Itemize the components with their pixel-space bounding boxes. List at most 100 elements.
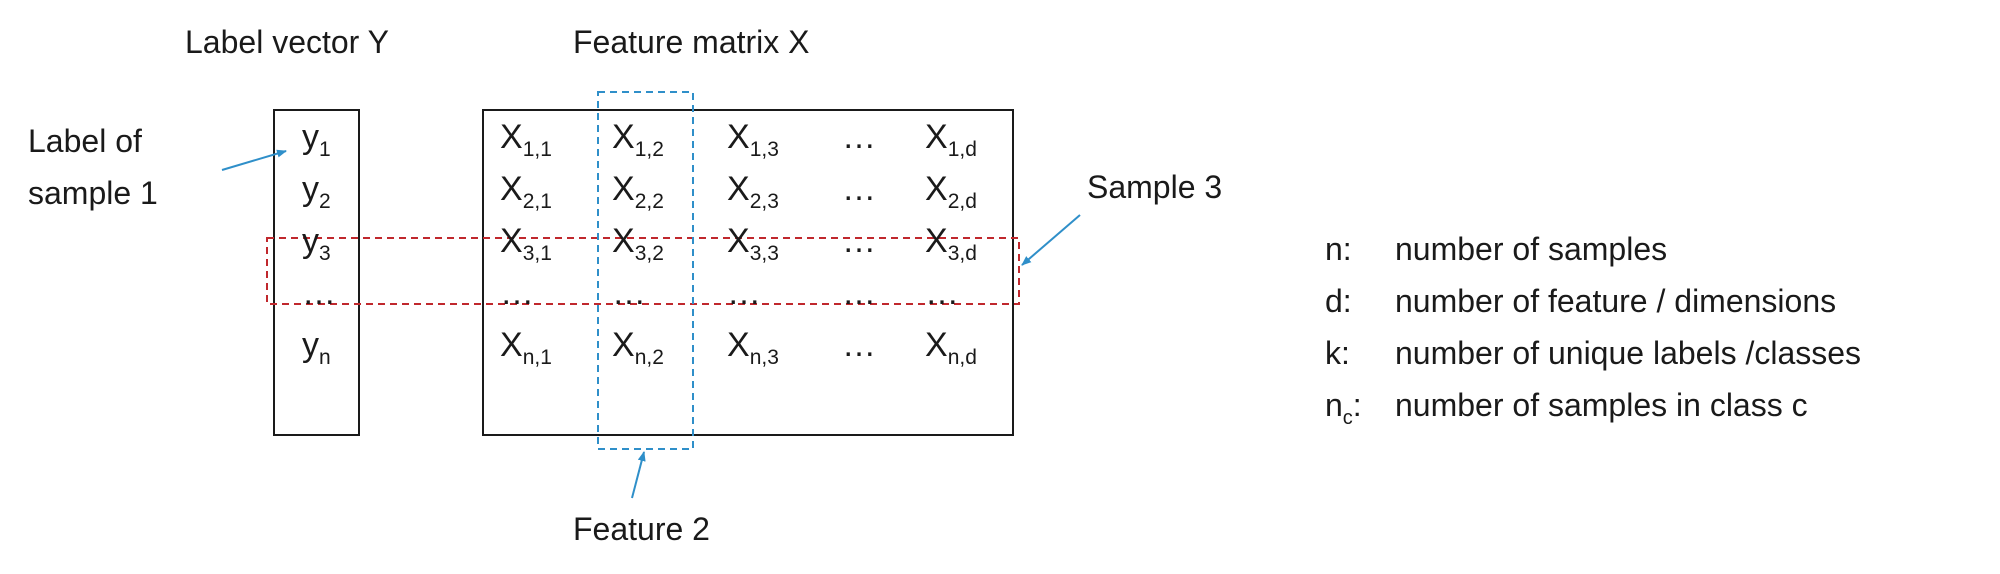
matrix-cell: … — [612, 274, 646, 312]
label-entry: … — [302, 274, 336, 312]
legend-term: d: — [1325, 283, 1352, 319]
matrix-cell-base: X — [612, 326, 635, 364]
matrix-cell-base: X — [727, 170, 750, 208]
feature-2-arrow — [631, 451, 646, 499]
matrix-cell: Xn,d — [925, 326, 977, 369]
notation-legend: n: number of samples d: number of feature /… — [1325, 231, 1861, 429]
legend-term: n: — [1325, 231, 1352, 267]
matrix-cell-subscript: 1,3 — [750, 138, 779, 161]
matrix-cell-subscript: 3,2 — [635, 242, 664, 265]
matrix-cell-subscript: n,2 — [635, 346, 664, 369]
legend-term: nc: — [1325, 387, 1362, 429]
matrix-cell: X2,d — [925, 170, 977, 213]
matrix-cell: … — [925, 274, 959, 312]
label-entry: yn — [302, 326, 331, 369]
label-of-sample-line-2: sample 1 — [28, 175, 158, 211]
matrix-cell-base: X — [500, 170, 523, 208]
matrix-cell-subscript: 2,2 — [635, 190, 664, 213]
matrix-cell-base: X — [612, 170, 635, 208]
matrix-cell: … — [500, 274, 534, 312]
matrix-cell-base: … — [500, 274, 534, 312]
matrix-cell-subscript: 1,2 — [635, 138, 664, 161]
matrix-cell-base: … — [842, 326, 876, 364]
matrix-cell: X1,2 — [612, 118, 664, 161]
label-entry-base: y — [302, 222, 319, 260]
matrix-cell: Xn,1 — [500, 326, 552, 369]
matrix-cell: X3,1 — [500, 222, 552, 265]
matrix-cell-base: … — [842, 274, 876, 312]
matrix-cell-subscript: n,3 — [750, 346, 779, 369]
matrix-cell-subscript: n,1 — [523, 346, 552, 369]
feature-2-label: Feature 2 — [573, 511, 710, 547]
legend-term: k: — [1325, 335, 1350, 371]
label-entry-base: y — [302, 118, 319, 156]
matrix-cell-base: X — [500, 326, 523, 364]
legend-term-symbol: n — [1325, 231, 1343, 267]
matrix-cell-base: … — [612, 274, 646, 312]
label-vector-box — [273, 109, 360, 436]
matrix-cell: … — [727, 274, 761, 312]
matrix-cell-subscript: 2,1 — [523, 190, 552, 213]
label-entry: y3 — [302, 222, 331, 265]
matrix-cell: X1,3 — [727, 118, 779, 161]
label-entry: y2 — [302, 170, 331, 213]
matrix-cell-base: … — [842, 170, 876, 208]
matrix-cell-base: X — [727, 222, 750, 260]
matrix-cell-subscript: 3,1 — [523, 242, 552, 265]
matrix-cell: X3,2 — [612, 222, 664, 265]
matrix-cell-subscript: 3,d — [948, 242, 977, 265]
feature-2-highlight — [597, 91, 694, 450]
legend-term-symbol: n — [1325, 387, 1343, 423]
matrix-cell-base: X — [727, 118, 750, 156]
feature-matrix-box — [482, 109, 1014, 436]
matrix-cell-base: X — [500, 222, 523, 260]
label-entry-subscript: 2 — [319, 190, 331, 213]
matrix-cell: X3,3 — [727, 222, 779, 265]
matrix-cell-base: X — [500, 118, 523, 156]
legend-description: number of unique labels /classes — [1395, 335, 1861, 371]
label-vector-title: Label vector Y — [185, 24, 389, 60]
matrix-cell-base: X — [925, 326, 948, 364]
legend-term-symbol: d — [1325, 283, 1343, 319]
matrix-cell-base: … — [727, 274, 761, 312]
matrix-cell: X2,3 — [727, 170, 779, 213]
matrix-cell-base: X — [727, 326, 750, 364]
matrix-cell: Xn,2 — [612, 326, 664, 369]
matrix-cell: Xn,3 — [727, 326, 779, 369]
matrix-cell-subscript: 1,1 — [523, 138, 552, 161]
label-entry-subscript: 3 — [319, 242, 331, 265]
label-entry-base: y — [302, 170, 319, 208]
legend-term-symbol: k — [1325, 335, 1342, 371]
matrix-cell: X3,d — [925, 222, 977, 265]
label-entry: y1 — [302, 118, 331, 161]
matrix-cell-base: … — [842, 222, 876, 260]
matrix-cell: X1,1 — [500, 118, 552, 161]
matrix-cell-subscript: 2,d — [948, 190, 977, 213]
matrix-cell-base: … — [842, 118, 876, 156]
sample-3-label: Sample 3 — [1087, 169, 1222, 205]
sample-3-arrow — [1021, 214, 1081, 266]
feature-matrix-title: Feature matrix X — [573, 24, 810, 60]
matrix-cell-base: X — [925, 118, 948, 156]
matrix-cell: X2,2 — [612, 170, 664, 213]
matrix-cell-base: X — [612, 118, 635, 156]
matrix-cell: … — [842, 326, 876, 364]
legend-term-subscript: c — [1343, 407, 1353, 429]
legend-description: number of samples — [1395, 231, 1667, 267]
matrix-cell-subscript: 1,d — [948, 138, 977, 161]
matrix-cell-base: X — [925, 170, 948, 208]
matrix-cell: … — [842, 222, 876, 260]
legend-description: number of samples in class c — [1395, 387, 1808, 423]
matrix-cell: X1,d — [925, 118, 977, 161]
sample-3-highlight — [266, 237, 1020, 305]
matrix-cell: … — [842, 274, 876, 312]
legend-description: number of feature / dimensions — [1395, 283, 1836, 319]
matrix-cell-base: X — [612, 222, 635, 260]
label-entry-subscript: n — [319, 346, 331, 369]
matrix-cell: X2,1 — [500, 170, 552, 213]
matrix-cell-subscript: 2,3 — [750, 190, 779, 213]
matrix-cell-subscript: 3,3 — [750, 242, 779, 265]
label-of-sample-line-1: Label of — [28, 123, 142, 159]
